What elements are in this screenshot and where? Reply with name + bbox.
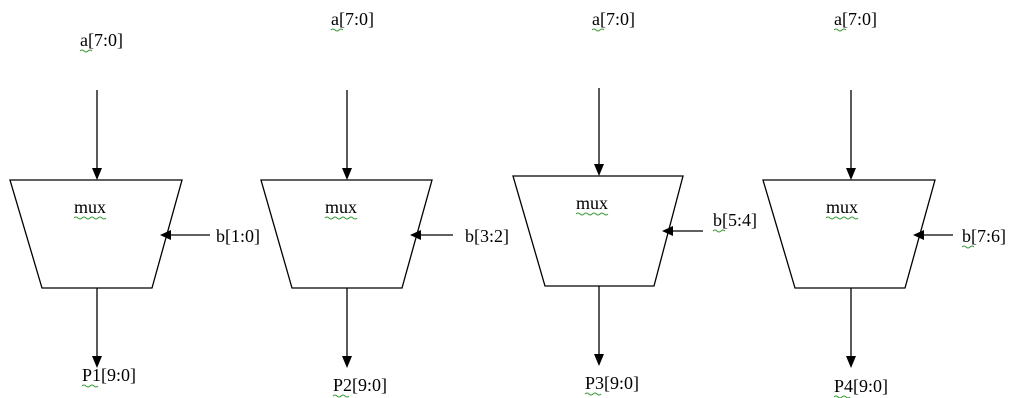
input-arrowhead-4: [846, 168, 856, 180]
spellcheck-underline: [79, 49, 93, 53]
spellcheck-underline: [324, 216, 358, 220]
input-a-label-4: a[7:0]: [834, 9, 877, 29]
spellcheck-underline: [833, 28, 847, 32]
input-a-label-1: a[7:0]: [80, 30, 123, 50]
output-label-3: P3[9:0]: [585, 373, 639, 393]
output-label-2: P2[9:0]: [333, 375, 387, 395]
output-arrowhead-4: [846, 356, 856, 368]
spellcheck-underline: [961, 245, 975, 249]
output-arrowhead-3: [594, 354, 604, 366]
select-label-4: b[7:6]: [962, 226, 1006, 246]
mux-label-2: mux: [325, 197, 357, 217]
select-arrowhead-3: [662, 226, 673, 236]
output-label-4: P4[9:0]: [834, 376, 888, 396]
input-arrowhead-2: [342, 168, 352, 180]
spellcheck-underline: [73, 216, 107, 220]
output-label-1: P1[9:0]: [82, 365, 136, 385]
output-arrowhead-1: [92, 356, 102, 368]
mux-block-1: [9, 179, 183, 289]
input-arrowhead-1: [92, 168, 102, 180]
input-a-label-3: a[7:0]: [592, 9, 635, 29]
select-label-1: b[1:0]: [216, 226, 260, 246]
mux-label-3: mux: [576, 193, 608, 213]
spellcheck-underline: [591, 28, 605, 32]
mux-label-4: mux: [826, 197, 858, 217]
spellcheck-underline: [584, 392, 602, 396]
spellcheck-underline: [81, 384, 99, 388]
mux-unit-1: a[7:0] mux b[1:0] P1[9:0]: [9, 30, 260, 388]
mux-block-3: [512, 175, 684, 287]
spellcheck-underline: [825, 216, 859, 220]
select-arrowhead-4: [913, 230, 924, 240]
select-arrowhead-1: [160, 230, 171, 240]
select-label-3: b[5:4]: [713, 210, 757, 230]
output-arrowhead-2: [342, 356, 352, 368]
select-arrowhead-2: [410, 230, 421, 240]
spellcheck-underline: [332, 394, 350, 398]
mux-label-1: mux: [74, 197, 106, 217]
mux-unit-3: a[7:0] mux b[5:4] P3[9:0]: [512, 9, 757, 396]
mux-unit-2: a[7:0] mux b[3:2] P2[9:0]: [260, 9, 509, 398]
mux-block-4: [762, 179, 936, 289]
mux-block-2: [260, 179, 433, 289]
spellcheck-underline: [575, 212, 609, 216]
spellcheck-underline: [712, 229, 726, 233]
mux-unit-4: a[7:0] mux b[7:6] P4[9:0]: [762, 9, 1006, 398]
input-a-label-2: a[7:0]: [331, 9, 374, 29]
input-arrowhead-3: [594, 164, 604, 176]
spellcheck-underline: [330, 28, 344, 32]
select-label-2: b[3:2]: [465, 226, 509, 246]
